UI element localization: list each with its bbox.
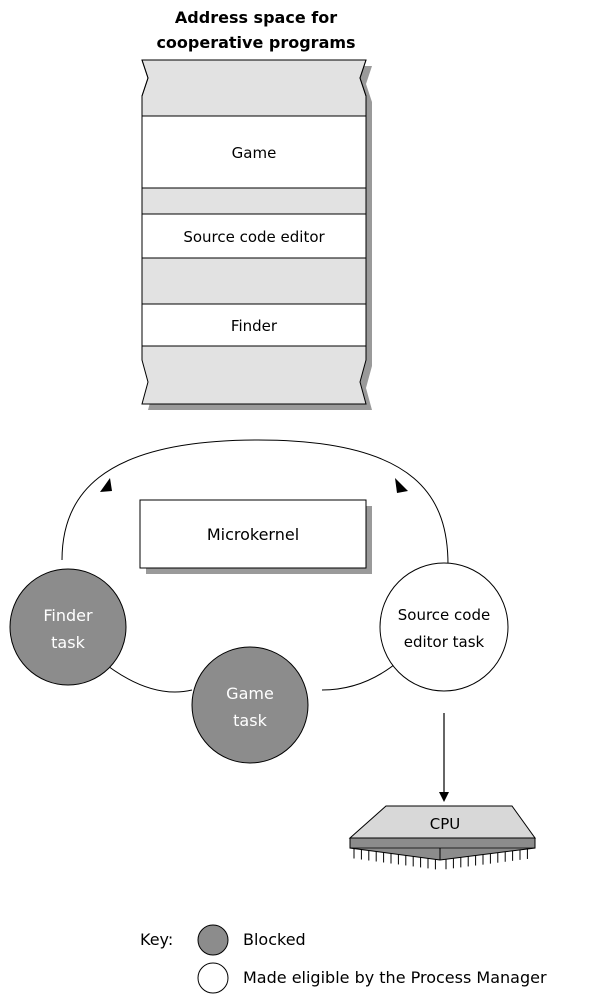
loop-connector-right xyxy=(321,659,401,691)
address-space-title-line1: Address space for xyxy=(175,8,337,27)
game-segment-label: Game xyxy=(232,144,277,162)
finder-segment-label: Finder xyxy=(231,317,278,335)
game-memory-segment xyxy=(141,115,367,189)
cpu-chip xyxy=(348,805,536,870)
loop-connector-left xyxy=(99,659,193,693)
cpu-label: CPU xyxy=(430,815,461,833)
microkernel-label: Microkernel xyxy=(207,525,299,544)
microkernel-box xyxy=(139,499,367,569)
finder-task-circle xyxy=(9,568,127,686)
finder-memory-segment xyxy=(141,303,367,347)
key-eligible-label: Made eligible by the Process Manager xyxy=(243,968,547,987)
game-task-label-line2: task xyxy=(233,711,267,730)
source-editor-task-label-line2: editor task xyxy=(404,633,485,651)
finder-task-label-line1: Finder xyxy=(43,606,93,625)
key-title: Key: xyxy=(140,930,173,949)
game-task-circle xyxy=(191,646,309,764)
key-blocked-label: Blocked xyxy=(243,930,306,949)
source-editor-task-label-line1: Source code xyxy=(398,606,490,624)
source-editor-memory-segment xyxy=(141,213,367,259)
scheduling-loop-arc xyxy=(61,439,449,566)
source-editor-task-circle xyxy=(379,562,509,692)
source-editor-segment-label: Source code editor xyxy=(183,228,325,246)
key-blocked-swatch xyxy=(197,924,229,956)
game-task-label-line1: Game xyxy=(226,684,274,703)
finder-task-label-line2: task xyxy=(51,633,85,652)
loop-arrowhead-left xyxy=(100,478,112,492)
loop-arrowhead-right xyxy=(395,478,408,493)
key-eligible-swatch xyxy=(197,962,229,994)
address-space-title-line2: cooperative programs xyxy=(156,33,355,52)
